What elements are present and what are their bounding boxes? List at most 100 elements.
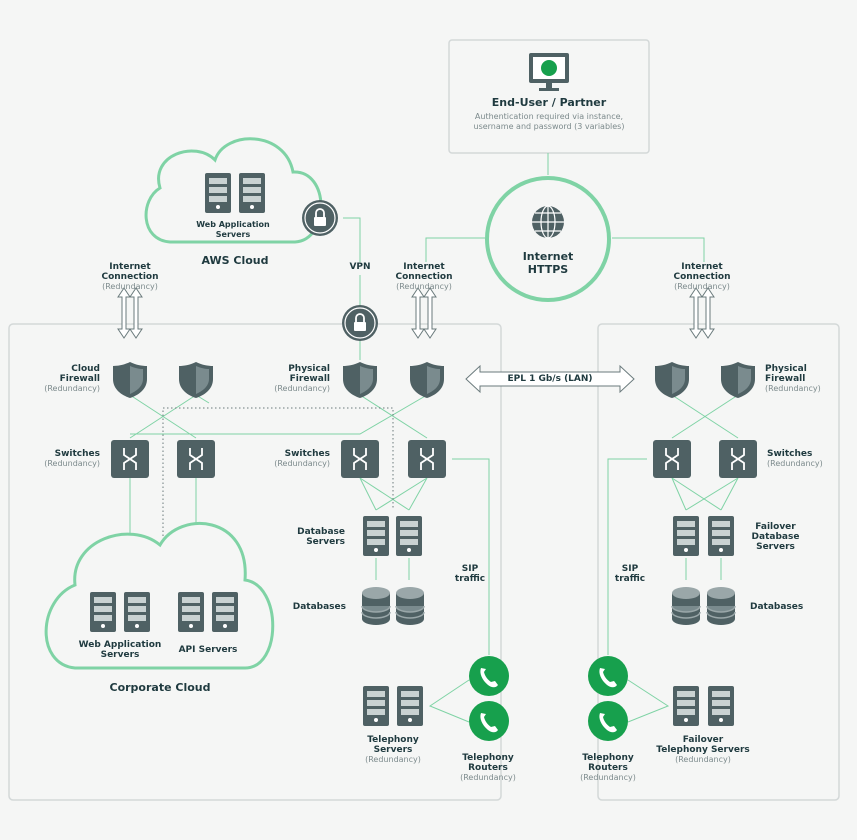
failover-db-server-2-icon: [708, 516, 734, 556]
failover-router-2-icon: [588, 701, 628, 741]
failover-router-1-icon: [588, 656, 628, 696]
database-2-icon: [395, 586, 425, 626]
failover-db-line1: Failover: [755, 522, 796, 532]
cloud-inet-sub: (Redundancy): [102, 282, 158, 291]
telephony-routers-line2: Routers: [468, 763, 508, 773]
failover-inet-arrows-icon: [689, 287, 715, 339]
internet-label-line1: Internet: [522, 250, 574, 263]
databases-label: Databases: [292, 602, 346, 612]
aws-cloud-title: AWS Cloud: [201, 254, 269, 267]
aws-lock-icon: [301, 199, 339, 237]
failover-routers-line2: Routers: [588, 763, 628, 773]
end-user-desc-1: Authentication required via instance,: [474, 112, 624, 121]
aws-server-1-icon: [205, 173, 231, 213]
vpn-label: VPN: [349, 262, 371, 272]
aws-cloud-shape: [144, 137, 323, 244]
failover-tel-sub: (Redundancy): [675, 755, 731, 764]
database-servers-line1: Database: [297, 527, 345, 537]
cloud-firewall-1-icon: [113, 362, 147, 398]
end-user-label: End-User / Partner Authentication requir…: [449, 97, 649, 132]
failover-tel-servers-label: Failover Telephony Servers (Redundancy): [643, 735, 763, 765]
cloud-firewall-sub: (Redundancy): [44, 384, 100, 393]
internet-label-line2: HTTPS: [527, 263, 569, 276]
failover-databases-label: Databases: [750, 602, 804, 612]
cloud-firewall-label: Cloud Firewall (Redundancy): [20, 364, 100, 394]
aws-servers-line1: Web Application: [196, 220, 270, 229]
dotted-links: [162, 407, 394, 560]
cloud-switches-title: Switches: [54, 449, 100, 459]
epl-arrow-icon: [465, 364, 635, 394]
database-1-icon: [361, 586, 391, 626]
physical-switch-2-icon: [407, 439, 447, 479]
phys-inet-line2: Connection: [395, 272, 453, 282]
failover-sip-line2: traffic: [614, 574, 646, 584]
telephony-router-1-icon: [469, 656, 509, 696]
failover-firewall-sub: (Redundancy): [765, 384, 821, 393]
physical-firewall-line2: Firewall: [289, 374, 330, 384]
failover-firewall-1-icon: [655, 362, 689, 398]
failover-inet-label: Internet Connection (Redundancy): [652, 262, 752, 292]
failover-site-box: [597, 323, 840, 801]
database-servers-line2: Servers: [306, 537, 345, 547]
failover-firewall-label: Physical Firewall (Redundancy): [765, 364, 845, 394]
api-servers-label: API Servers: [178, 645, 238, 655]
monitor-icon: [529, 53, 569, 91]
failover-routers-sub: (Redundancy): [580, 773, 636, 782]
telephony-servers-line2: Servers: [373, 745, 413, 755]
physical-switches-label: Switches (Redundancy): [250, 449, 330, 469]
failover-database-2-icon: [706, 586, 736, 626]
physical-switch-1-icon: [340, 439, 380, 479]
failover-tel-server-2-icon: [708, 686, 734, 726]
failover-database-1-icon: [671, 586, 701, 626]
epl-label: EPL 1 Gb/s (LAN): [507, 374, 593, 384]
cloud-switch-2-icon: [176, 439, 216, 479]
sip-label: SIP traffic: [450, 564, 490, 584]
db-server-1-icon: [363, 516, 389, 556]
failover-tel-server-1-icon: [673, 686, 699, 726]
physical-switches-sub: (Redundancy): [274, 459, 330, 468]
failover-firewall-line1: Physical: [765, 364, 807, 374]
corp-web-server-2-icon: [124, 592, 150, 632]
cloud-inet-arrows-icon: [117, 287, 143, 339]
end-user-desc-2: username and password (3 variables): [473, 122, 625, 131]
telephony-servers-label: Telephony Servers (Redundancy): [343, 735, 443, 765]
telephony-routers-line1: Telephony: [462, 753, 514, 763]
failover-routers-line1: Telephony: [582, 753, 634, 763]
telephony-router-2-icon: [469, 701, 509, 741]
telephony-servers-sub: (Redundancy): [365, 755, 421, 764]
cloud-inet-line1: Internet: [109, 262, 151, 272]
physical-firewall-line1: Physical: [288, 364, 330, 374]
aws-servers-label: Web Application Servers: [178, 220, 288, 240]
physical-firewall-2-icon: [410, 362, 444, 398]
corp-web-line2: Servers: [100, 650, 140, 660]
failover-firewall-2-icon: [721, 362, 755, 398]
phys-inet-sub: (Redundancy): [396, 282, 452, 291]
physical-firewall-sub: (Redundancy): [274, 384, 330, 393]
physical-switches-title: Switches: [284, 449, 330, 459]
failover-firewall-line2: Firewall: [765, 374, 806, 384]
failover-switch-1-icon: [652, 439, 692, 479]
vpn-lock-icon: [341, 304, 379, 342]
db-server-2-icon: [396, 516, 422, 556]
telephony-servers-line1: Telephony: [367, 735, 419, 745]
cloud-switches-sub: (Redundancy): [44, 459, 100, 468]
failover-sip-label: SIP traffic: [610, 564, 650, 584]
api-server-2-icon: [212, 592, 238, 632]
primary-site-box: [8, 323, 502, 801]
failover-switches-sub: (Redundancy): [767, 459, 823, 468]
aws-servers-line2: Servers: [215, 230, 251, 239]
cloud-firewall-2-icon: [179, 362, 213, 398]
phys-inet-line1: Internet: [403, 262, 445, 272]
phys-inet-label: Internet Connection (Redundancy): [374, 262, 474, 292]
corp-web-line1: Web Application: [78, 640, 162, 650]
aws-server-2-icon: [239, 173, 265, 213]
sip-line1: SIP: [461, 564, 479, 574]
internet-label: Internet HTTPS: [498, 250, 598, 276]
api-server-1-icon: [178, 592, 204, 632]
failover-inet-line1: Internet: [681, 262, 723, 272]
failover-switches-label: Switches (Redundancy): [767, 449, 847, 469]
failover-tel-line1: Failover: [682, 735, 724, 745]
failover-db-line2: Database: [751, 532, 800, 542]
sip-line2: traffic: [454, 574, 486, 584]
failover-tel-line2: Telephony Servers: [656, 745, 750, 755]
